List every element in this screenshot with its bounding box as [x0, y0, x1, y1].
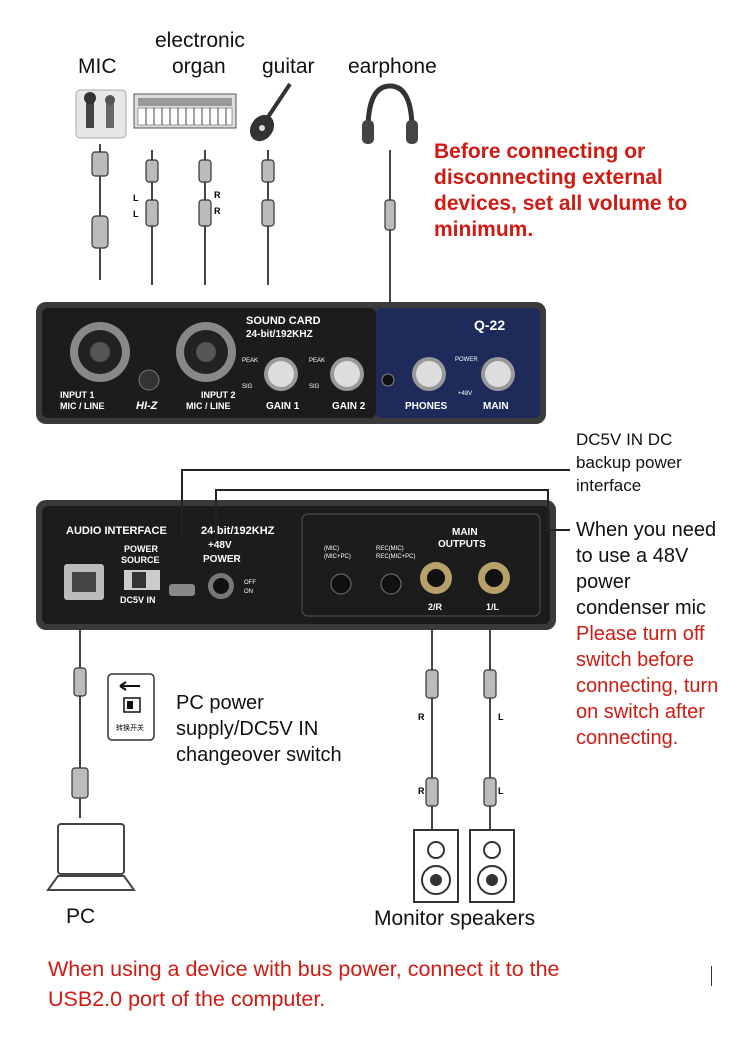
callout-lines: [181, 469, 570, 540]
switch-sticker-text: 转换开关: [116, 723, 144, 732]
phantom-power-button[interactable]: [208, 573, 234, 599]
power-led-label: POWER: [455, 357, 478, 363]
main-label: MAIN: [483, 401, 509, 412]
out-2r-label: 2/R: [428, 602, 443, 612]
sig1-label: SIG: [242, 384, 253, 390]
model-label: Q-22: [474, 317, 505, 333]
rec-mode-button[interactable]: [380, 573, 402, 595]
earphone-icon: [362, 83, 418, 144]
input2-label: INPUT 2: [201, 390, 236, 400]
phones-knob[interactable]: [412, 357, 446, 391]
cable-mark-r4: R: [418, 786, 425, 796]
plus48v-label: +48V: [208, 540, 232, 551]
input1-jack: [70, 322, 130, 382]
input1-sub-label: MIC / LINE: [60, 401, 105, 411]
output-1l-jack: [478, 562, 510, 594]
left-speaker-icon: [413, 829, 459, 903]
power-source-label-2: SOURCE: [121, 555, 160, 565]
usb-b-port: [64, 564, 104, 600]
organ-label-line2: organ: [172, 55, 226, 78]
mic-pc-mode-label: (MIC+PC): [324, 554, 351, 560]
front-spec-text: 24-bit/192KHZ: [246, 329, 313, 340]
audio-interface-text: AUDIO INTERFACE: [66, 525, 167, 537]
speakers-label: Monitor speakers: [374, 907, 536, 930]
xlr-connector: [91, 215, 109, 249]
sig2-label: SIG: [309, 384, 320, 390]
organ-label-line1: electronic: [155, 29, 245, 52]
gain2-label: GAIN 2: [332, 401, 366, 412]
main-outputs-label-2: OUTPUTS: [438, 539, 486, 550]
rear-spec-text: 24-bit/192KHZ: [201, 525, 275, 537]
top-devices-diagram: L L R R: [75, 82, 418, 305]
divider: [711, 966, 712, 986]
v48-led-label: +48V: [458, 391, 472, 397]
guitar-icon: [249, 82, 292, 142]
mic-icon: [75, 89, 127, 139]
bottom-devices-diagram: R R L L 转换开关: [46, 630, 515, 903]
changeover-switch-sticker: 转换开关: [107, 673, 155, 741]
gain2-knob[interactable]: [330, 357, 364, 391]
input2-jack: [176, 322, 236, 382]
right-speaker-icon: [469, 829, 515, 903]
phones-label: PHONES: [405, 401, 448, 412]
volume-warning: Before connecting or disconnecting exter…: [434, 140, 688, 241]
cable-mark-r3: R: [418, 712, 425, 722]
main-outputs-label: MAIN: [452, 527, 478, 538]
peak1-label: PEAK: [242, 358, 258, 364]
peak2-label: PEAK: [309, 358, 325, 364]
guitar-label: guitar: [262, 55, 315, 78]
sound-card-text: SOUND CARD: [246, 315, 321, 327]
bus-power-warning: When using a device with bus power, conn…: [48, 957, 560, 1011]
cable-mark-l4: L: [498, 786, 504, 796]
earphone-label: earphone: [348, 55, 437, 78]
xlr-connector-top: [91, 151, 109, 177]
v48-note: When you need to use a 48V power condens…: [576, 519, 717, 619]
main-knob[interactable]: [481, 357, 515, 391]
pc-power-note: PC power supply/DC5V IN changeover switc…: [176, 692, 342, 766]
usb-a-connector: [71, 767, 89, 799]
rec-mic-label: REC(MIC): [376, 546, 404, 552]
dc5v-in-label: DC5V IN: [120, 595, 156, 605]
cable-mark-r1: R: [214, 190, 221, 200]
dc5v-note: DC5V IN DC backup power interface: [576, 430, 682, 495]
hiz-label: HI-Z: [136, 400, 159, 412]
out-1l-label: 1/L: [486, 602, 500, 612]
v48-warning: Please turn off switch before connecting…: [576, 623, 719, 749]
power-source-switch[interactable]: [124, 570, 160, 590]
pc-label: PC: [66, 905, 96, 928]
cable-mark-r2: R: [214, 206, 221, 216]
cable-mark-l2: L: [133, 209, 139, 219]
power-source-label: POWER: [124, 544, 159, 554]
rear-power-label: POWER: [203, 554, 242, 565]
input2-sub-label: MIC / LINE: [186, 401, 231, 411]
micro-usb-port: [169, 584, 195, 596]
electronic-organ-icon: [133, 93, 237, 129]
monitor-mode-button[interactable]: [330, 573, 352, 595]
output-2r-jack: [420, 562, 452, 594]
mic-mode-label: (MIC): [324, 546, 339, 552]
on-label: ON: [244, 589, 253, 595]
gain1-label: GAIN 1: [266, 401, 300, 412]
headphone-jack: [381, 373, 395, 387]
cable-mark-l1: L: [133, 193, 139, 203]
rec-mic-pc-label: REC(MIC+PC): [376, 554, 416, 560]
rear-panel: AUDIO INTERFACE 24-bit/192KHZ POWER SOUR…: [36, 500, 556, 630]
cable-mark-l3: L: [498, 712, 504, 722]
off-label: OFF: [244, 580, 256, 586]
front-panel: SOUND CARD 24-bit/192KHZ INPUT 1 MIC / L…: [36, 302, 546, 424]
gain1-knob[interactable]: [264, 357, 298, 391]
laptop-icon: [46, 823, 136, 891]
mic-label: MIC: [78, 55, 117, 78]
input1-label: INPUT 1: [60, 390, 95, 400]
